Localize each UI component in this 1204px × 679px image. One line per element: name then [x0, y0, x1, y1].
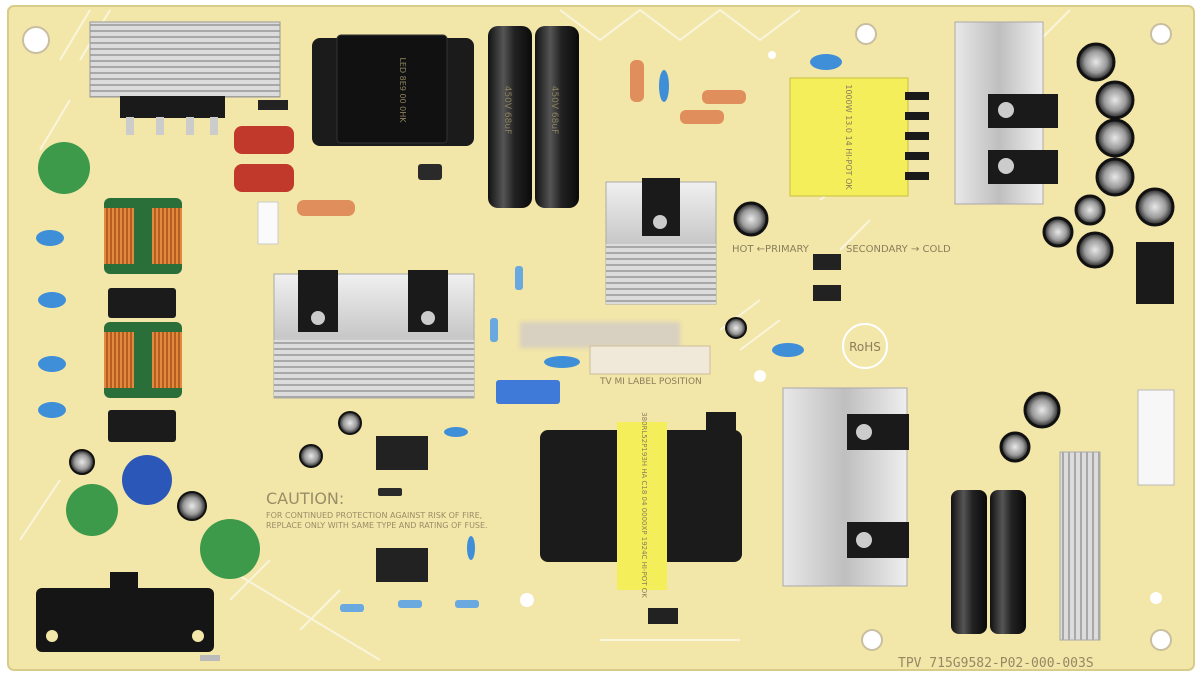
heatsink-top-left — [89, 21, 281, 135]
varistors — [38, 142, 260, 579]
common-mode-choke — [104, 198, 182, 398]
mounting-hole — [855, 23, 877, 45]
transformer-bottom: 380RL52P193H HA C18 04 0000XP 1924C HI-P… — [540, 412, 742, 598]
caution-title: CAUTION: — [266, 489, 344, 508]
secondary-cold-label: SECONDARY → COLD — [846, 244, 951, 255]
board-part-number: TPV 715G9582-P02-000-003S — [898, 656, 1094, 671]
mounting-hole — [1150, 629, 1172, 651]
caution-line-2: REPLACE ONLY WITH SAME TYPE AND RATING O… — [266, 521, 488, 530]
small-capacitors — [69, 201, 1061, 521]
heatsink-top-right — [954, 21, 1058, 205]
fuse-holder — [257, 201, 279, 245]
film-capacitor-blue — [496, 380, 560, 404]
mounting-hole — [1150, 23, 1172, 45]
connector-right-white — [1137, 389, 1175, 486]
film-capacitor — [234, 164, 294, 192]
mains-connector — [36, 572, 214, 652]
connector-right — [1136, 242, 1174, 304]
x-capacitor — [108, 410, 176, 442]
diode — [378, 488, 402, 496]
mounting-hole — [861, 629, 883, 651]
diode — [418, 164, 442, 180]
ceramic-capacitors — [36, 54, 842, 560]
transformer-top: LED 8E9 00 0HK — [312, 34, 474, 146]
mounting-holes — [22, 23, 1172, 651]
heatsink-vertical — [1059, 451, 1101, 641]
resistors — [297, 60, 746, 612]
transformer-bottom-label: 380RL52P193H HA C18 04 0000XP 1924C HI-P… — [640, 412, 648, 598]
output-capacitors — [951, 490, 1026, 634]
edge-shadow — [200, 655, 220, 661]
transformer-top-label: LED 8E9 00 0HK — [398, 57, 407, 123]
x-capacitor — [108, 288, 176, 318]
cap-left-label: 450V 68uF — [502, 86, 512, 135]
rohs-text: RoHS — [849, 340, 881, 354]
heatsink-middle — [273, 270, 475, 399]
caution-line-1: FOR CONTINUED PROTECTION AGAINST RISK OF… — [266, 511, 482, 520]
diode — [258, 100, 288, 110]
cap-right-label: 450V 68uF — [549, 86, 559, 135]
small-capacitors-right — [1042, 42, 1175, 269]
blurred-sticker — [520, 322, 680, 348]
heatsink-bottom-right — [782, 387, 909, 587]
mounting-hole — [22, 26, 50, 54]
heatsink-center — [605, 178, 717, 305]
transformer-yellow-top: 1000W 13.0 14 HI-POT OK — [789, 77, 929, 197]
label-position-text: TV MI LABEL POSITION — [599, 377, 702, 387]
hot-primary-label: HOT ←PRIMARY — [732, 244, 810, 255]
transformer-yellow-top-label: 1000W 13.0 14 HI-POT OK — [844, 84, 853, 190]
rohs-mark: RoHS — [842, 323, 888, 369]
label-area — [589, 345, 711, 375]
transistors — [376, 254, 841, 624]
bulk-capacitors: 450V 68uF 450V 68uF — [488, 26, 579, 208]
isolation-hatching — [19, 8, 1071, 661]
film-capacitor — [234, 126, 294, 154]
